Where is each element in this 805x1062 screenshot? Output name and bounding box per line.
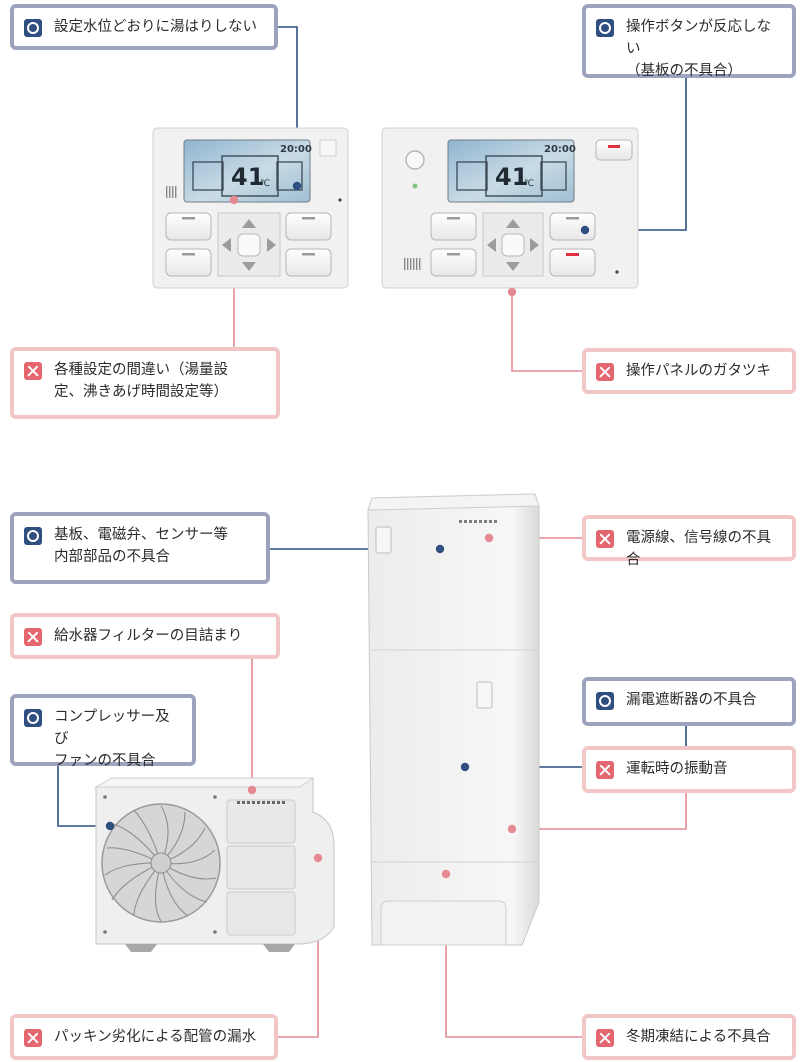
- callout-text: 各種設定の間違い（湯量設 定、沸きあげ時間設定等）: [54, 362, 228, 400]
- point-c3: [229, 195, 239, 205]
- callout-text: 漏電遮断器の不具合: [626, 692, 757, 708]
- point-c5: [435, 544, 445, 554]
- callout-internal-parts: 基板、電磁弁、センサー等 内部部品の不具合: [10, 512, 270, 584]
- point-c7: [247, 785, 257, 795]
- cross-icon: [24, 1029, 42, 1047]
- control-buttons: [165, 212, 332, 277]
- heat-pump-unit: [94, 777, 335, 952]
- callout-winter-freeze: 冬期凍結による不具合: [582, 1014, 796, 1060]
- check-icon: [24, 709, 42, 727]
- control-buttons: [430, 212, 596, 277]
- remote-left-temperature: 41: [231, 163, 265, 191]
- callout-text: 電源線、信号線の不具合: [626, 530, 771, 568]
- point-c8: [460, 762, 470, 772]
- leader-c4: [511, 292, 582, 372]
- point-c4: [507, 287, 517, 297]
- cross-icon: [24, 362, 42, 380]
- cross-icon: [596, 530, 614, 548]
- point-markers: [105, 181, 590, 879]
- callout-panel-loose: 操作パネルのガタツキ: [582, 348, 796, 394]
- callout-filter-clog: 給水器フィルターの目詰まり: [10, 613, 280, 659]
- leader-c9: [57, 766, 110, 827]
- remote-right-temperature: 41: [495, 163, 529, 191]
- callout-breaker: 漏電遮断器の不具合: [582, 677, 796, 726]
- cross-icon: [596, 1029, 614, 1047]
- tank-vent: [459, 520, 497, 523]
- callout-text: コンプレッサー及び ファンの不具合: [54, 709, 170, 769]
- callout-compressor-fan: コンプレッサー及び ファンの不具合: [10, 694, 196, 769]
- storage-tank-unit: [367, 493, 540, 946]
- remote-left: [152, 127, 349, 289]
- callout-text: 冬期凍結による不具合: [626, 1029, 771, 1045]
- check-icon: [596, 692, 614, 710]
- callout-text: パッキン劣化による配管の漏水: [54, 1029, 257, 1045]
- callout-pipe-leak: パッキン劣化による配管の漏水: [10, 1014, 278, 1060]
- callout-vibration-noise: 運転時の振動音: [582, 746, 796, 793]
- cross-icon: [596, 363, 614, 381]
- remote-right-clock: 20:00: [544, 144, 576, 155]
- callout-text: 給水器フィルターの目詰まり: [54, 628, 243, 644]
- vent-right: [404, 258, 421, 270]
- point-c10: [507, 824, 517, 834]
- point-c6: [484, 533, 494, 543]
- callout-text: 操作ボタンが反応しない （基板の不具合）: [626, 19, 771, 79]
- point-c9: [105, 821, 115, 831]
- cross-icon: [24, 628, 42, 646]
- heat-pump-vent: [237, 801, 285, 804]
- check-icon: [596, 19, 614, 37]
- callout-setting-error: 各種設定の間違い（湯量設 定、沸きあげ時間設定等）: [10, 347, 280, 419]
- callout-button-unresponsive: 操作ボタンが反応しない （基板の不具合）: [582, 4, 796, 79]
- check-icon: [24, 19, 42, 37]
- point-c12: [441, 869, 451, 879]
- callout-water-level: 設定水位どおりに湯はりしない: [10, 4, 278, 50]
- point-c1: [292, 181, 302, 191]
- point-c11: [313, 853, 323, 863]
- callout-text: 基板、電磁弁、センサー等 内部部品の不具合: [54, 527, 228, 565]
- callout-text: 設定水位どおりに湯はりしない: [54, 19, 257, 35]
- callout-text: 操作パネルのガタツキ: [626, 363, 771, 379]
- point-c2: [580, 225, 590, 235]
- callout-power-signal-line: 電源線、信号線の不具合: [582, 515, 796, 568]
- lcd-vent-left: [166, 186, 177, 198]
- remote-right-unit: ℃: [524, 179, 535, 189]
- remote-left-clock: 20:00: [280, 144, 312, 155]
- callout-text: 運転時の振動音: [626, 761, 728, 777]
- cross-icon: [596, 761, 614, 779]
- remote-left-unit: ℃: [260, 179, 271, 189]
- leader-c10: [512, 793, 687, 830]
- remote-right: [381, 127, 639, 289]
- check-icon: [24, 527, 42, 545]
